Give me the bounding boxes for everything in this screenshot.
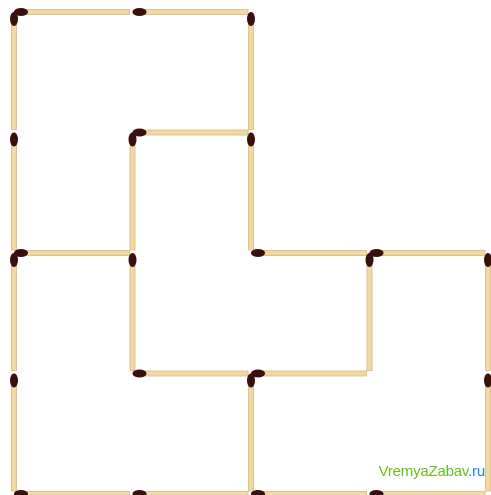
matchstick-head: [10, 12, 18, 26]
matchstick-head: [10, 374, 18, 388]
matchstick-head: [247, 12, 255, 26]
matchstick[interactable]: [129, 253, 137, 371]
matchstick-head: [133, 8, 147, 16]
matchstick[interactable]: [251, 490, 367, 495]
matchstick-head: [370, 490, 384, 495]
matchstick[interactable]: [484, 253, 491, 371]
matchstick-body: [254, 492, 367, 495]
matchstick-head: [247, 374, 255, 388]
matchstick[interactable]: [133, 129, 249, 137]
matchstick-body: [130, 136, 135, 251]
matchstick[interactable]: [10, 374, 18, 492]
matchstick-body: [486, 256, 491, 371]
watermark-logo: VremyaZabav.ru: [379, 463, 485, 480]
matchstick-body: [12, 377, 17, 492]
matchstick-body: [17, 251, 130, 256]
matchstick[interactable]: [10, 133, 18, 251]
matchstick[interactable]: [251, 370, 367, 378]
matchstick-body: [367, 256, 372, 371]
matchstick[interactable]: [129, 133, 137, 251]
matchstick-head: [129, 253, 137, 267]
matchstick[interactable]: [247, 133, 255, 251]
matchstick[interactable]: [14, 8, 130, 16]
watermark-domain: .ru: [468, 463, 485, 480]
matchstick-body: [254, 251, 367, 256]
matchstick-body: [249, 377, 254, 492]
matchstick[interactable]: [133, 370, 249, 378]
matchstick-body: [136, 371, 249, 376]
matchstick-body: [136, 492, 249, 495]
matchstick[interactable]: [484, 374, 491, 492]
matchstick-body: [373, 251, 486, 256]
matchstick[interactable]: [247, 12, 255, 130]
matchstick[interactable]: [14, 249, 130, 257]
matchstick[interactable]: [370, 249, 486, 257]
matchstick-body: [12, 136, 17, 251]
matchstick[interactable]: [133, 8, 249, 16]
matchstick-body: [249, 15, 254, 130]
matchstick[interactable]: [251, 249, 367, 257]
watermark-brand: VremyaZabav: [379, 463, 469, 480]
matchstick-body: [249, 136, 254, 251]
matchstick-head: [129, 133, 137, 147]
matchstick-head: [251, 249, 265, 257]
matchstick-head: [484, 374, 491, 388]
matchstick[interactable]: [10, 12, 18, 130]
matchstick-head: [10, 133, 18, 147]
matchstick-head: [133, 490, 147, 495]
matchstick-body: [17, 492, 130, 495]
matchstick-head: [10, 253, 18, 267]
matchstick[interactable]: [10, 253, 18, 371]
matchstick[interactable]: [366, 253, 374, 371]
matchstick-body: [136, 130, 249, 135]
matchstick-body: [130, 256, 135, 371]
matchstick-body: [17, 10, 130, 15]
matchstick[interactable]: [370, 490, 486, 495]
matchstick-body: [254, 371, 367, 376]
matchstick-body: [373, 492, 486, 495]
matchstick-body: [486, 377, 491, 492]
matchstick[interactable]: [14, 490, 130, 495]
matchstick-body: [12, 256, 17, 371]
matchstick-body: [136, 10, 249, 15]
matchstick[interactable]: [247, 374, 255, 492]
matchstick-head: [133, 370, 147, 378]
matchstick[interactable]: [133, 490, 249, 495]
matchstick-body: [12, 15, 17, 130]
matchstick-head: [366, 253, 374, 267]
